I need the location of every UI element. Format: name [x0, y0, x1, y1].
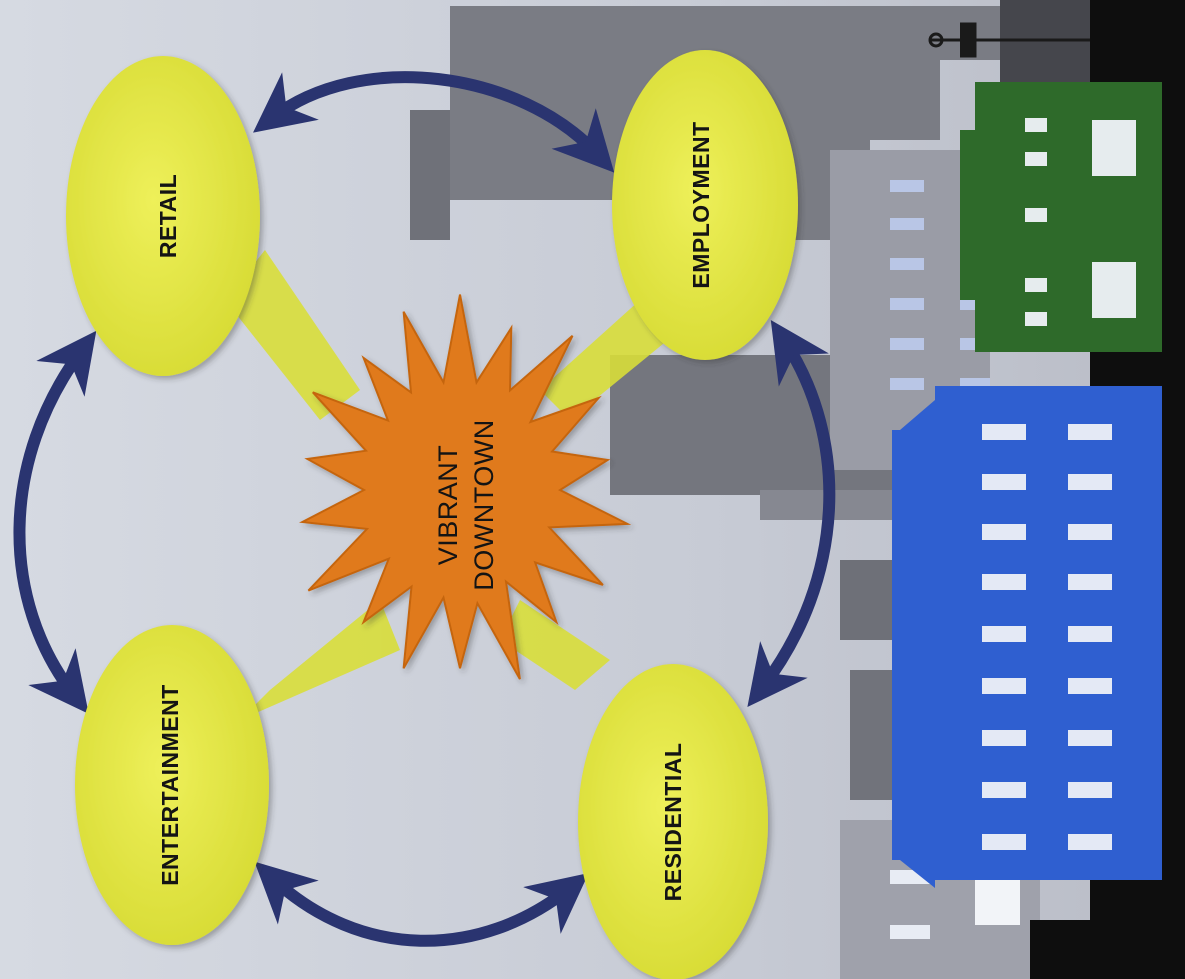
starburst-hub	[298, 294, 632, 680]
connector-entertainment	[240, 600, 400, 720]
green-building-windows	[1025, 118, 1136, 326]
center-label-line2: DOWNTOWN	[469, 419, 499, 590]
arrow-retail-employment	[252, 71, 615, 173]
connector-retail	[225, 250, 360, 420]
label-retail: RETAIL	[155, 174, 181, 258]
center-label-line1: VIBRANT	[433, 445, 463, 566]
connection-arrows	[13, 71, 836, 947]
green-building	[960, 82, 1162, 352]
label-residential: RESIDENTIAL	[660, 743, 686, 902]
tower-gray-lower	[840, 560, 900, 640]
label-entertainment: ENTERTAINMENT	[157, 684, 183, 886]
skyline	[410, 0, 1185, 979]
node-retail	[66, 56, 260, 376]
hub-connectors	[225, 250, 680, 720]
tower-gray-top-lower	[410, 110, 450, 240]
street-lamp-icon	[928, 22, 1090, 58]
blue-building	[892, 386, 1162, 888]
node-entertainment	[75, 625, 269, 945]
arrow-residential-entertainment	[254, 861, 589, 947]
connector-residential	[500, 600, 610, 690]
arrow-entertainment-retail	[13, 330, 97, 714]
arrow-employment-residential	[747, 319, 836, 708]
node-employment	[612, 50, 798, 360]
blue-building-windows	[982, 424, 1112, 850]
label-employment: EMPLOYMENT	[688, 121, 714, 288]
node-residential	[578, 664, 768, 979]
street-bottom	[1030, 920, 1185, 979]
connector-employment	[540, 300, 680, 420]
dark-base	[1000, 0, 1090, 90]
tower-gray-bottom	[850, 670, 900, 800]
